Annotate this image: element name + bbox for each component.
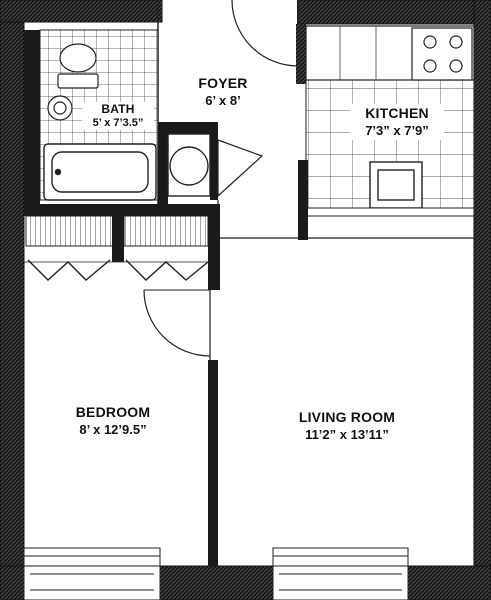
kitchen-partition: [298, 160, 308, 240]
water-heater-icon: [167, 133, 211, 197]
bedroom-door-swing: [143, 289, 211, 357]
windows: [23, 547, 409, 600]
closet-walls: [158, 122, 218, 134]
foyer-area: [158, 0, 474, 239]
sink-icon: [47, 95, 73, 121]
bedroom-dimensions: 8’ x 12’9.5”: [79, 422, 147, 437]
kitchen-label: KITCHEN 7’3” x 7’9”: [350, 104, 444, 140]
interior-partition: [143, 289, 218, 566]
toilet-icon: [57, 43, 99, 89]
kitchen-dimensions: 7’3” x 7’9”: [365, 123, 429, 138]
bedroom-label: BEDROOM 8’ x 12’9.5”: [58, 403, 168, 439]
stove-icon: [411, 27, 473, 81]
living-room-name: LIVING ROOM: [298, 409, 396, 425]
left-exterior-wall: [0, 0, 25, 600]
bottom-wall-right: [407, 565, 491, 600]
top-wall-left: [0, 0, 163, 23]
kitchen-name: KITCHEN: [365, 105, 429, 121]
right-exterior-wall: [473, 0, 491, 600]
bath-label: BATH 5’ x 7’3.5”: [82, 102, 154, 130]
foyer-name: FOYER: [198, 75, 248, 91]
living-room-label: LIVING ROOM 11’2” x 13’11”: [282, 408, 412, 444]
bath-name: BATH: [101, 102, 135, 116]
foyer-label: FOYER 6’ x 8’: [178, 74, 268, 110]
foyer-dimensions: 6’ x 8’: [205, 93, 241, 108]
closet-divider: [112, 212, 124, 262]
entry-door-swing: [231, 0, 299, 67]
bath-inner-wall: [24, 30, 40, 210]
bottom-wall-left: [0, 565, 25, 600]
closet-bifold-doors-left: [27, 259, 111, 281]
bedroom-closet: [24, 204, 220, 290]
oven-icon: [369, 161, 423, 209]
closet-door-swing: [217, 139, 264, 198]
living-room-dimensions: 11’2” x 13’11”: [305, 427, 389, 442]
closet-bifold-doors-right: [125, 259, 209, 281]
closet-top-wall: [24, 204, 220, 216]
foyer-right-wall: [296, 24, 306, 84]
bath-dimensions: 5’ x 7’3.5”: [92, 117, 144, 129]
bottom-wall-center: [159, 565, 274, 600]
kitchen-area: [298, 25, 475, 240]
top-wall-right: [297, 0, 491, 25]
bathtub-icon: [43, 143, 157, 201]
bedroom-name: BEDROOM: [75, 404, 151, 420]
